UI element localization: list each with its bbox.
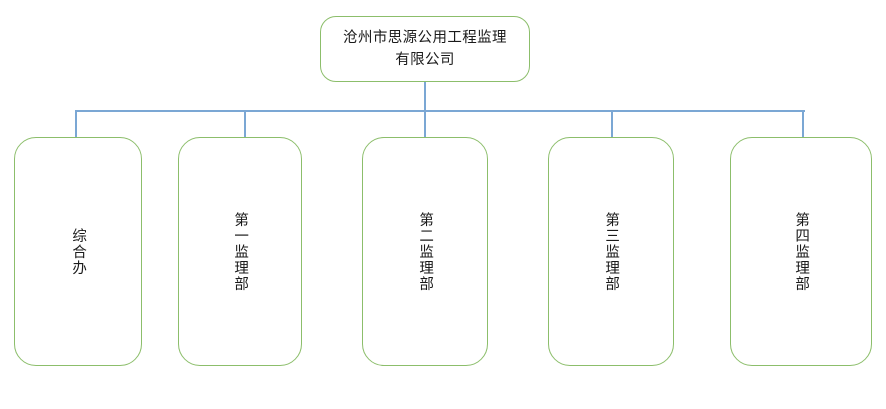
org-node-child-5-label: 第四监理部 — [793, 211, 810, 292]
org-node-child-1[interactable]: 综合办 — [14, 137, 142, 366]
org-node-child-1-label: 综合办 — [70, 227, 87, 276]
org-node-child-4[interactable]: 第三监理部 — [548, 137, 674, 366]
org-node-child-4-label: 第三监理部 — [603, 211, 620, 292]
org-node-child-3[interactable]: 第二监理部 — [362, 137, 488, 366]
org-node-root[interactable]: 沧州市思源公用工程监理 有限公司 — [320, 16, 530, 82]
org-node-child-2-label: 第一监理部 — [232, 211, 249, 292]
org-node-child-5[interactable]: 第四监理部 — [730, 137, 872, 366]
org-node-root-label: 沧州市思源公用工程监理 有限公司 — [343, 29, 507, 68]
org-node-child-2[interactable]: 第一监理部 — [178, 137, 302, 366]
org-node-child-3-label: 第二监理部 — [417, 211, 434, 292]
